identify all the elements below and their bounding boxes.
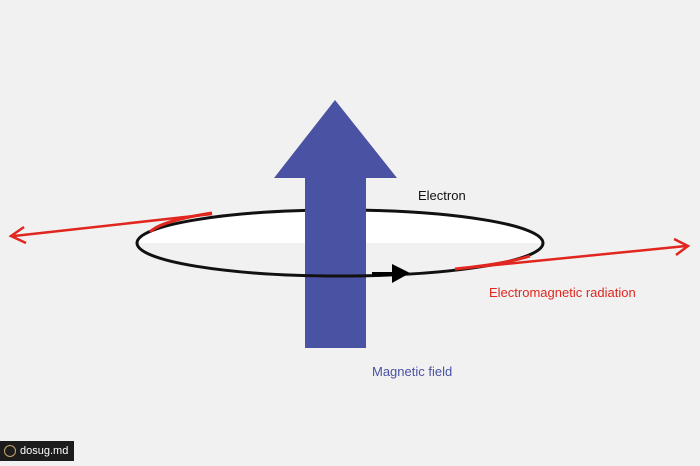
radiation-arrowhead-left xyxy=(8,225,27,245)
watermark-text: dosug.md xyxy=(20,445,69,457)
radiation-line-left xyxy=(13,212,213,238)
em-radiation-label: Electromagnetic radiation xyxy=(489,285,636,300)
magnetic-field-label: Magnetic field xyxy=(372,364,453,379)
watermark-badge: dosug.md xyxy=(0,441,75,461)
electron-direction-arrow xyxy=(372,264,410,283)
radiation-line-right xyxy=(454,244,687,271)
magnetic-field-arrow xyxy=(274,100,397,348)
radiation-arrowhead-right xyxy=(673,237,691,256)
electron-label: Electron xyxy=(418,188,466,203)
dosug-logo-icon xyxy=(4,445,16,457)
